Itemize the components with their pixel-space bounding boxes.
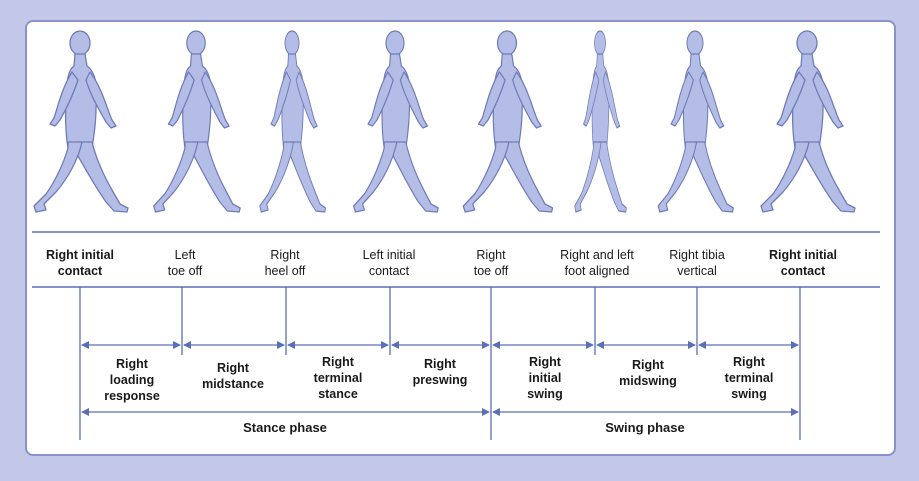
subphase-label-midswing: Right midswing	[619, 357, 677, 389]
subphase-line: Right	[529, 355, 561, 369]
subphase-line: Right	[733, 355, 765, 369]
event-line: toe off	[473, 264, 509, 278]
subphase-label-terminal-swing: Right terminal swing	[725, 354, 774, 402]
event-label-left-initial-contact: Left initial contact	[363, 247, 416, 279]
event-line: contact	[780, 264, 826, 278]
event-line: Left	[174, 248, 196, 262]
subphase-line: Right	[217, 361, 249, 375]
figure-left-toe-off	[153, 30, 241, 213]
event-line: Right	[476, 248, 506, 262]
figure-feet-aligned	[574, 30, 628, 213]
event-line: Right	[270, 248, 300, 262]
subphase-line: initial	[528, 371, 562, 385]
swing-phase-label: Swing phase	[601, 420, 689, 435]
event-dividers	[79, 287, 801, 440]
subphase-line: preswing	[412, 373, 468, 387]
subphase-line: midstance	[202, 377, 264, 391]
event-line: Right initial	[45, 248, 115, 262]
event-label-left-toe-off: Left toe off	[168, 247, 203, 279]
subphase-line: Right	[322, 355, 354, 369]
event-label-right-toe-off: Right toe off	[474, 247, 509, 279]
subphase-label-initial-swing: Right initial swing	[527, 354, 562, 402]
figure-right-heel-off	[259, 30, 327, 213]
figure-tibia-vertical	[657, 30, 735, 213]
subphase-line: terminal	[724, 371, 774, 385]
event-line: foot aligned	[564, 264, 630, 278]
event-line: Right initial	[768, 248, 838, 262]
event-line: Right and left	[560, 248, 634, 262]
event-line: contact	[368, 264, 410, 278]
stance-phase-label: Stance phase	[239, 420, 331, 435]
figure-right-initial-contact-2	[760, 30, 856, 213]
subphase-label-preswing: Right preswing	[413, 356, 468, 388]
event-line: contact	[57, 264, 103, 278]
subphase-line: swing	[527, 387, 563, 401]
subphase-label-loading-response: Right loading response	[104, 356, 160, 404]
subphase-label-midstance: Right midstance	[202, 360, 264, 392]
subphase-label-terminal-stance: Right terminal stance	[314, 354, 363, 402]
subphase-line: midswing	[619, 374, 677, 388]
figure-right-initial-contact	[33, 30, 129, 213]
diagram-panel	[25, 20, 896, 456]
figure-left-initial-contact	[352, 30, 439, 213]
subphase-line: response	[104, 389, 160, 403]
event-label-right-initial-contact: Right initial contact	[46, 247, 114, 279]
subphase-line: terminal	[313, 371, 363, 385]
subphase-line: swing	[731, 387, 767, 401]
event-line: Left initial	[362, 248, 416, 262]
subphase-line: loading	[109, 373, 155, 387]
subphase-line: Right	[632, 358, 664, 372]
event-line: vertical	[677, 264, 717, 278]
subphase-line: Right	[424, 357, 456, 371]
subphase-line: stance	[318, 387, 358, 401]
event-label-right-heel-off: Right heel off	[265, 247, 306, 279]
event-label-feet-aligned: Right and left foot aligned	[560, 247, 634, 279]
event-label-tibia-vertical: Right tibia vertical	[669, 247, 725, 279]
figure-right-toe-off	[462, 30, 554, 213]
event-line: heel off	[264, 264, 306, 278]
event-line: toe off	[167, 264, 203, 278]
walking-figures	[33, 30, 856, 213]
event-line: Right tibia	[669, 248, 725, 262]
subphase-line: Right	[116, 357, 148, 371]
event-label-right-initial-contact-2: Right initial contact	[769, 247, 837, 279]
